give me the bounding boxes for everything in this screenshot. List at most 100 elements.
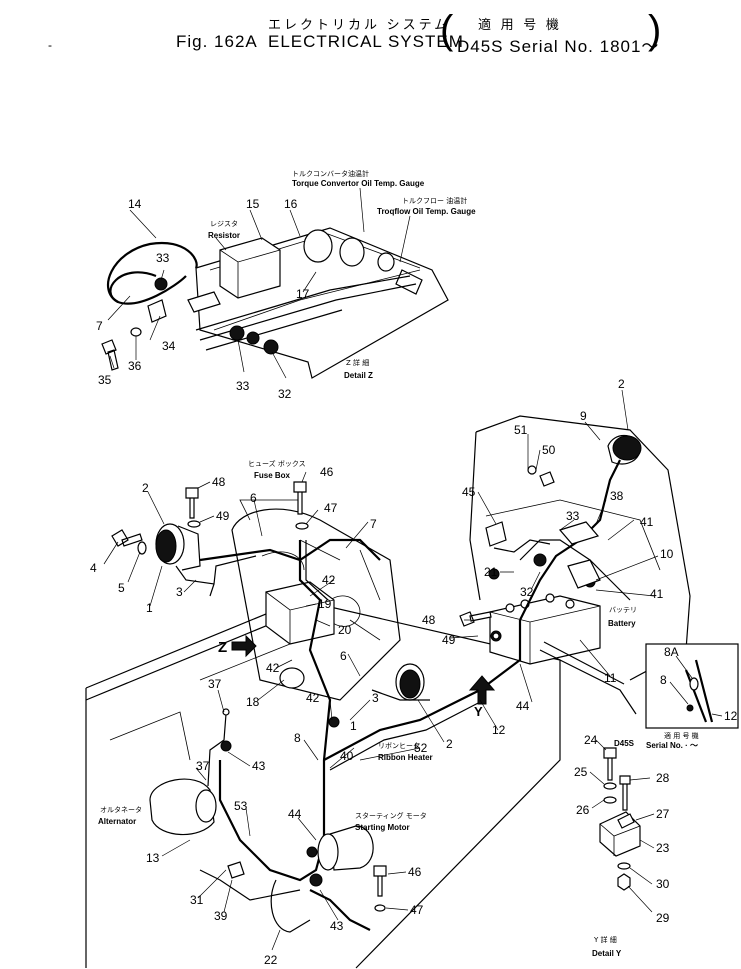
- clip-icon: [147, 299, 167, 323]
- callout-number: 3: [176, 585, 183, 599]
- relay-icon: [485, 521, 507, 547]
- serial-range: D45S Serial No. 1801～: [457, 37, 660, 56]
- model-label: D45S: [614, 739, 635, 748]
- callout-number: 47: [410, 903, 424, 917]
- washer-icon: [374, 904, 386, 912]
- callout-number: 6: [250, 491, 257, 505]
- detail-y-group: [589, 739, 655, 913]
- callout-number: 22: [264, 953, 278, 967]
- battery-icon: [489, 595, 601, 665]
- callout-number: 42: [266, 661, 280, 675]
- washer-icon: [603, 782, 617, 790]
- connector-icon: [395, 269, 423, 295]
- alternator-label: Alternator: [98, 817, 136, 826]
- resistor-jp-label: レジスタ: [210, 219, 238, 228]
- lamp-bracket: [175, 555, 257, 597]
- callout-number: 5: [118, 581, 125, 595]
- arrow-z-icon: [231, 634, 257, 658]
- dashboard-panel: [195, 227, 449, 379]
- troqflow-gauge-icon: [339, 237, 365, 267]
- callout-number: 28: [656, 771, 670, 785]
- bracket-icon: [187, 291, 221, 313]
- callout-number: 3: [372, 691, 379, 705]
- callout-number: 32: [520, 585, 534, 599]
- arrow-z-label: Z: [218, 639, 227, 656]
- callout-number: 31: [190, 893, 204, 907]
- callout-number: 30: [656, 877, 670, 891]
- detail-z-caption: Detail Z: [344, 371, 373, 380]
- bolt-icon: [293, 481, 307, 515]
- washer-icon: [187, 520, 201, 528]
- torque-gauge-jp-label: トルクコンバータ油温計: [292, 169, 369, 178]
- right-paren: ): [648, 8, 662, 52]
- bolt-icon: [185, 487, 199, 519]
- inset-frame: [645, 643, 739, 729]
- callout-number: 44: [516, 699, 530, 713]
- left-paren: (: [440, 8, 454, 52]
- washer-icon: [295, 522, 309, 530]
- callout-number: 12: [492, 723, 506, 737]
- grommet-icon: [246, 331, 260, 345]
- starting-motor-icon: [329, 825, 374, 871]
- callout-number: 21: [484, 565, 498, 579]
- callout-number: 2: [142, 481, 149, 495]
- callout-number: 51: [514, 423, 528, 437]
- grommet-icon: [154, 277, 168, 291]
- battery-jp-label: バッテリ: [609, 606, 637, 614]
- starting-motor-label: Starting Motor: [355, 823, 410, 832]
- callout-number: 33: [156, 251, 170, 265]
- main-assembly-group: [85, 389, 691, 969]
- callout-number: 2: [446, 737, 453, 751]
- title-japanese: エレクトリカル システム: [268, 17, 451, 32]
- detail-z-jp-caption: Z 詳 細: [346, 358, 369, 367]
- callout-number: 33: [566, 509, 580, 523]
- callout-number: 48: [422, 613, 436, 627]
- resistor-label: Resistor: [208, 231, 240, 240]
- bolt-icon: [603, 747, 617, 781]
- wire-loop-14: [109, 271, 187, 305]
- callout-number: 12: [724, 709, 738, 723]
- callout-number: 36: [128, 359, 142, 373]
- gauge-small-icon: [377, 252, 395, 272]
- callout-number: 9: [580, 409, 587, 423]
- callout-number: 18: [246, 695, 260, 709]
- detail-z-group: [101, 187, 449, 379]
- callout-number: 17: [296, 287, 310, 301]
- callout-number: 11: [604, 671, 617, 685]
- battery-label: Battery: [608, 619, 636, 628]
- callout-number: 49: [216, 509, 230, 523]
- callout-number: 42: [322, 573, 336, 587]
- figure-label: Fig. 162A: [176, 32, 258, 51]
- callout-number: 29: [656, 911, 670, 925]
- callout-number: 8: [294, 731, 301, 745]
- margin-dash: ‐: [48, 38, 52, 52]
- connector-icon: [558, 521, 600, 545]
- ribbon-heater-jp-label: リボンヒータ: [378, 741, 420, 750]
- engine-block: [231, 508, 401, 701]
- ribbon-heater-label: Ribbon Heater: [378, 753, 433, 762]
- washer-icon: [527, 465, 537, 475]
- callout-number: 37: [196, 759, 210, 773]
- callout-number: 43: [252, 759, 266, 773]
- detail-y-caption: Detail Y: [592, 949, 622, 958]
- callout-number: 10: [660, 547, 674, 561]
- bolt-icon: [619, 775, 631, 811]
- callout-number: 1: [146, 601, 153, 615]
- grommet-icon: [263, 339, 279, 355]
- callout-number: 46: [408, 865, 422, 879]
- callout-number: 41: [640, 515, 654, 529]
- callout-number: 34: [162, 339, 176, 353]
- callout-number: 42: [306, 691, 320, 705]
- callout-number: 37: [208, 677, 222, 691]
- callout-number: 13: [146, 851, 160, 865]
- callout-number: 45: [462, 485, 476, 499]
- bolt-icon: [539, 471, 555, 487]
- callout-number: 33: [236, 379, 250, 393]
- applicability-japanese: 適 用 号 機: [478, 17, 562, 32]
- bolt-icon: [111, 529, 143, 547]
- troqflow-gauge-jp-label: トルクフロー 油温計: [402, 196, 467, 205]
- callout-number: 2: [618, 377, 625, 391]
- washer-icon: [492, 632, 500, 640]
- torque-gauge-icon: [303, 229, 333, 263]
- fuse-box-label: Fuse Box: [254, 471, 291, 480]
